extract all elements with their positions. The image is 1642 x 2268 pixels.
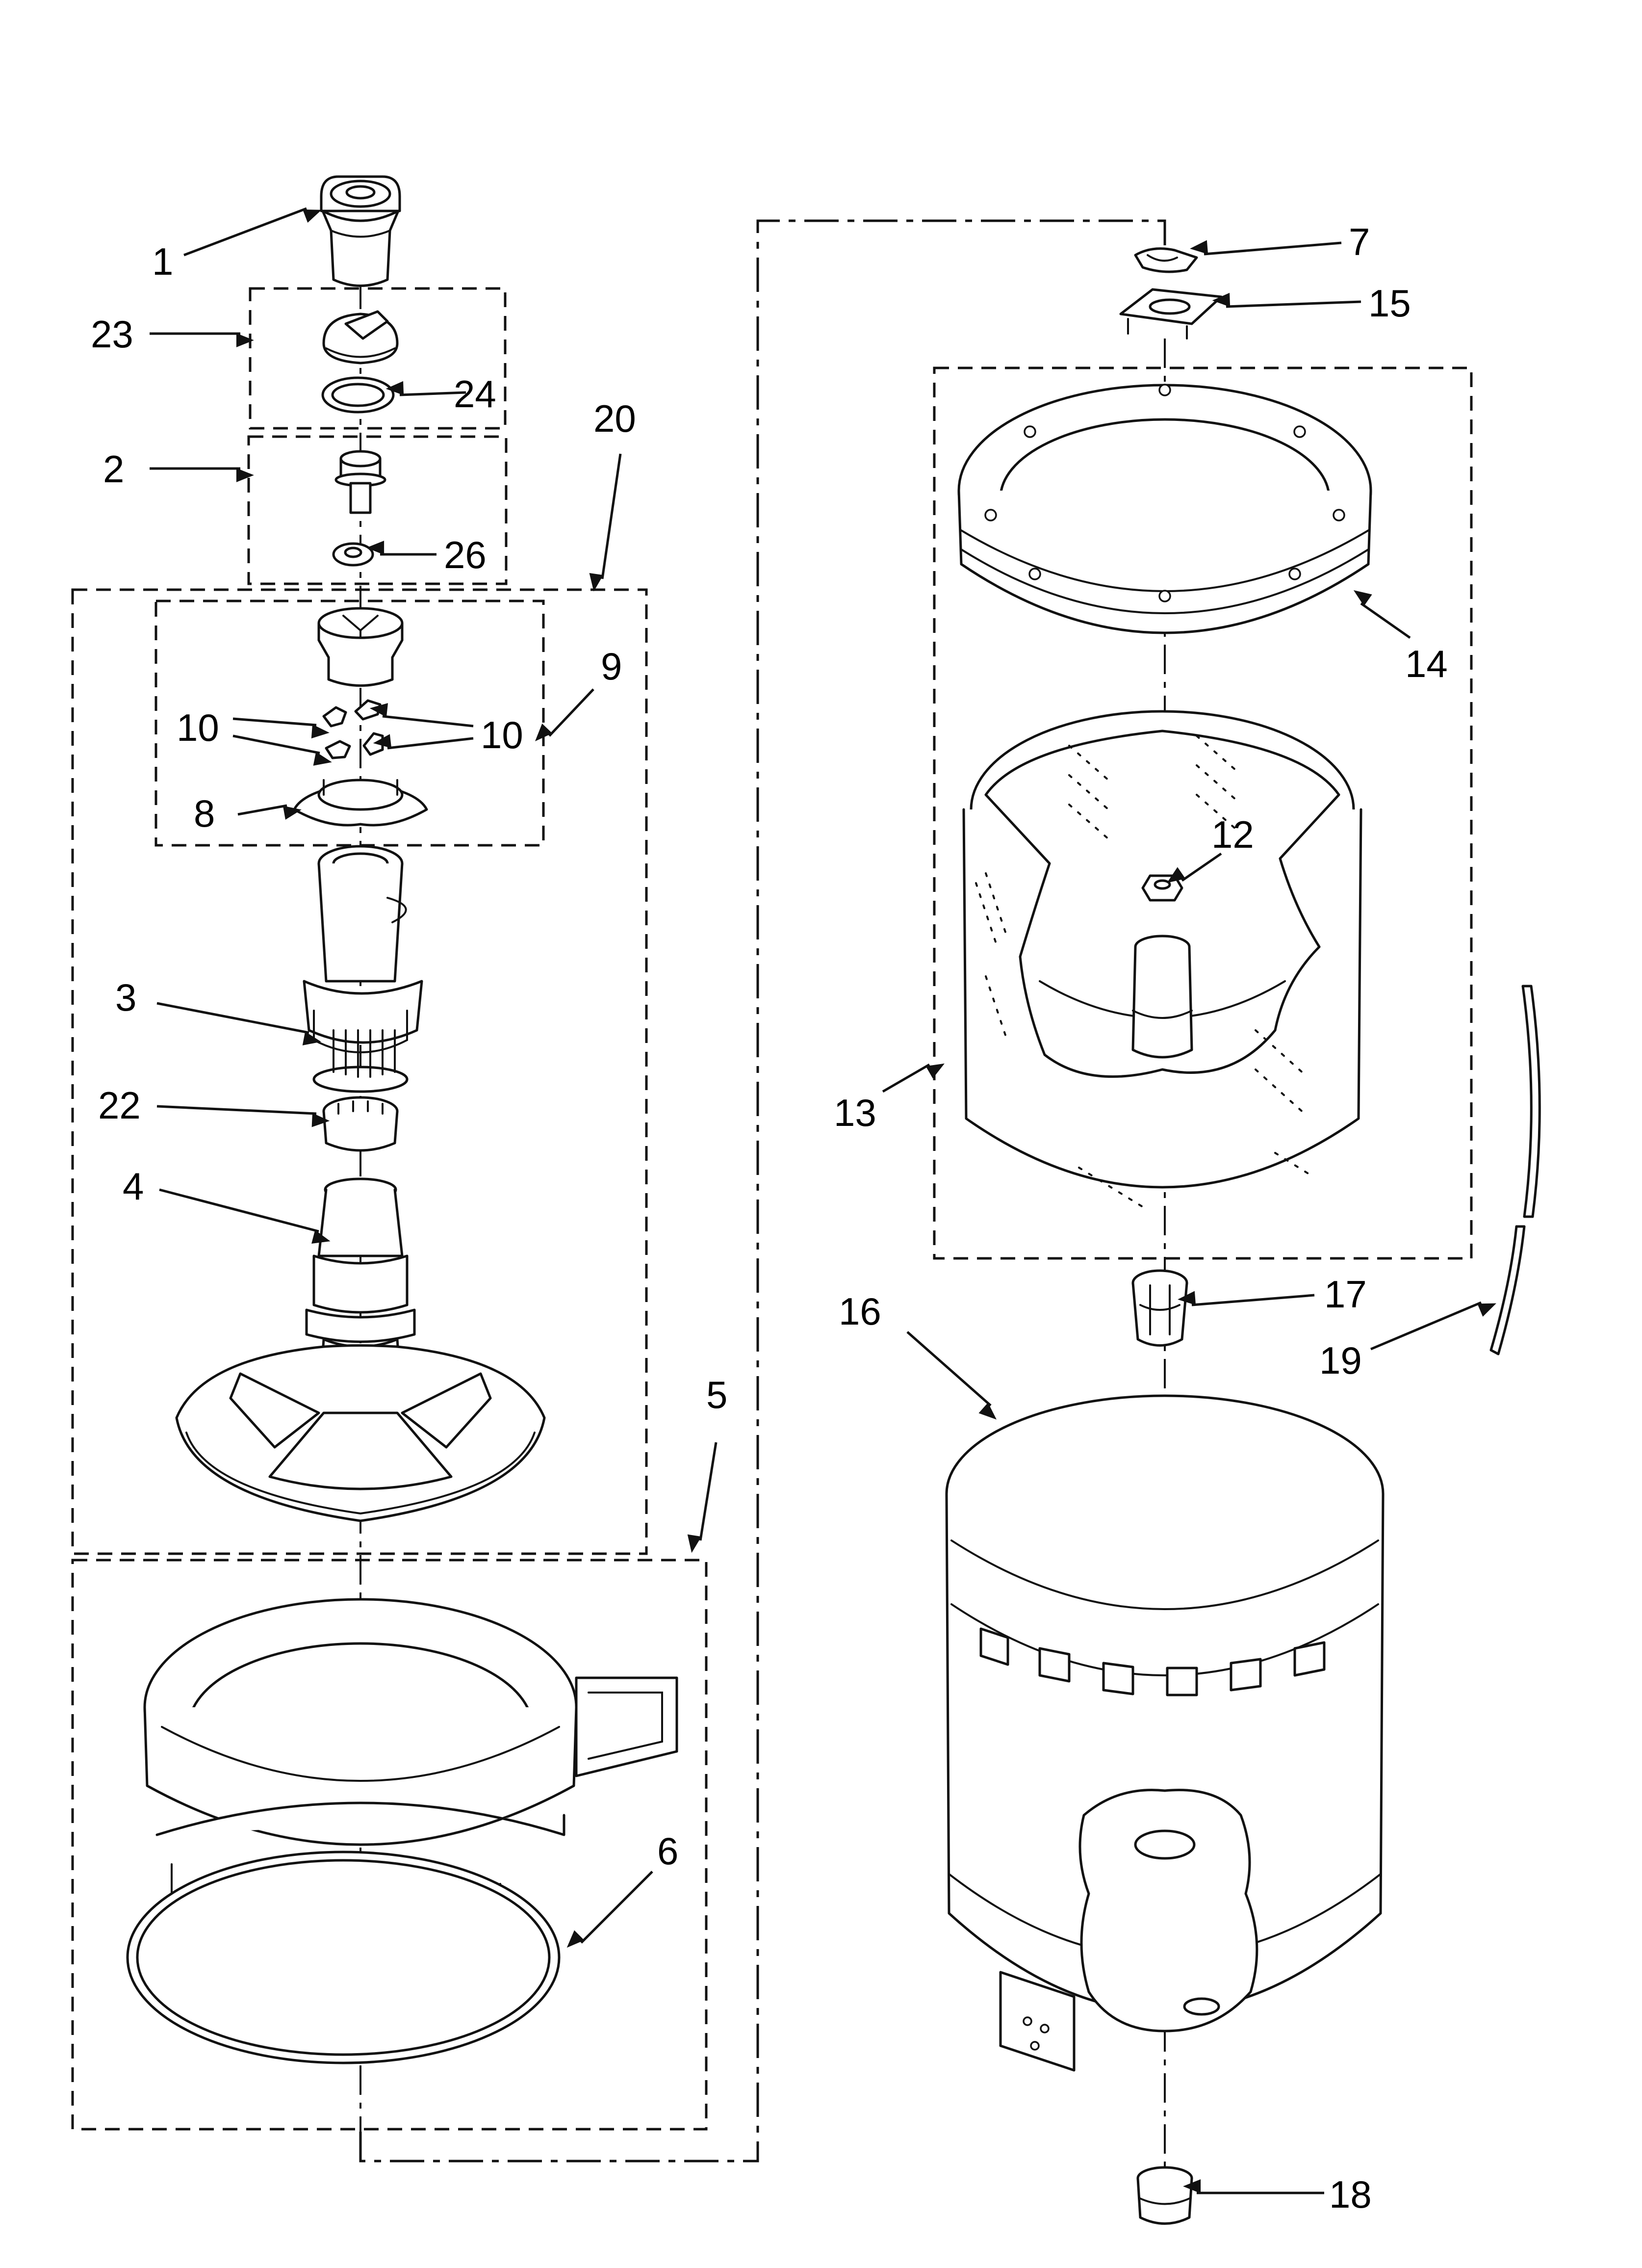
balance-ring-holes — [984, 384, 1345, 602]
part-14-balance-ring — [957, 384, 1372, 634]
group-box-2-26 — [247, 435, 508, 585]
callout-label-26: 26 — [444, 533, 487, 576]
callout-label-22: 22 — [98, 1084, 141, 1127]
part-23-seal-cap — [322, 310, 399, 365]
leader-10a-1 — [232, 717, 330, 739]
part-7-clip — [1134, 247, 1198, 273]
part-12-nut — [1141, 874, 1183, 902]
callout-label-6: 6 — [657, 1829, 678, 1873]
leader-17 — [1178, 1291, 1315, 1306]
callout-label-16: 16 — [839, 1290, 881, 1333]
leader-15 — [1212, 292, 1361, 308]
leader-10b-1 — [369, 703, 474, 728]
callout-label-17: 17 — [1324, 1273, 1367, 1316]
part-19-hose — [1489, 985, 1541, 1356]
basket-perforations — [975, 735, 1315, 1208]
part-18-plug — [1136, 2166, 1193, 2225]
leader-5 — [687, 1442, 718, 1553]
leader-20 — [589, 453, 622, 592]
part-10-dogs — [322, 699, 384, 759]
leader-6 — [566, 1871, 653, 1948]
callout-label-10b: 10 — [481, 713, 523, 756]
callout-label-3: 3 — [115, 976, 136, 1019]
callout-label-24: 24 — [454, 372, 496, 416]
leader-4 — [159, 1188, 331, 1244]
leader-14 — [1353, 590, 1411, 639]
callout-label-1: 1 — [152, 240, 173, 283]
leader-22 — [156, 1105, 330, 1127]
outer-tub-tabs — [979, 1627, 1326, 1696]
connector-line — [359, 219, 1166, 2163]
callout-label-10a: 10 — [177, 706, 219, 749]
part-22-collar — [322, 1096, 399, 1152]
callout-label-4: 4 — [123, 1165, 144, 1208]
part-13-basket — [962, 710, 1362, 1208]
callout-label-2: 2 — [103, 447, 124, 491]
callout-label-12: 12 — [1211, 813, 1254, 856]
part-8-cam-base — [293, 779, 428, 827]
part-15-plate — [1119, 288, 1223, 339]
part-26-washer — [332, 542, 374, 567]
callout-label-19: 19 — [1319, 1339, 1362, 1382]
callouts: 1 23 24 2 26 20 9 10 10 8 3 22 4 5 6 7 — [91, 207, 1496, 2216]
leader-9 — [535, 688, 594, 741]
callout-label-18: 18 — [1329, 2173, 1372, 2216]
callout-label-23: 23 — [91, 313, 133, 356]
part-5-tub-ring — [143, 1598, 678, 1929]
callout-label-7: 7 — [1349, 220, 1370, 263]
leader-7 — [1190, 240, 1342, 256]
leader-13 — [882, 1063, 945, 1093]
leader-12 — [1167, 852, 1222, 883]
callout-label-9: 9 — [601, 645, 622, 688]
part-4-agitator — [175, 1177, 546, 1522]
leader-10b-2 — [373, 734, 474, 750]
leader-19 — [1370, 1301, 1496, 1351]
leader-3 — [156, 1002, 321, 1045]
part-16-outer-tub — [945, 1394, 1385, 2072]
callout-label-15: 15 — [1368, 282, 1411, 325]
leader-8 — [237, 804, 302, 820]
callout-label-8: 8 — [194, 792, 215, 835]
part-6-gasket — [126, 1851, 561, 2064]
group-box-9 — [154, 600, 545, 847]
group-box-13-14 — [933, 366, 1473, 1260]
part-3-auger — [303, 845, 423, 1093]
callout-label-5: 5 — [706, 1373, 727, 1416]
part-24-o-ring — [321, 376, 395, 414]
group-box-5 — [71, 1559, 708, 2131]
leader-10a-2 — [232, 734, 332, 766]
callout-label-13: 13 — [834, 1091, 876, 1134]
leader-1 — [183, 207, 322, 257]
leader-16 — [906, 1331, 997, 1420]
part-9-cam — [317, 607, 404, 687]
group-box-23-24 — [249, 287, 507, 430]
leader-24 — [385, 381, 466, 396]
part-17-hub — [1131, 1269, 1188, 1347]
callout-label-20: 20 — [593, 397, 636, 440]
part-1-cap — [320, 175, 401, 287]
callout-label-14: 14 — [1405, 642, 1448, 685]
part-2-bolt — [334, 450, 386, 514]
